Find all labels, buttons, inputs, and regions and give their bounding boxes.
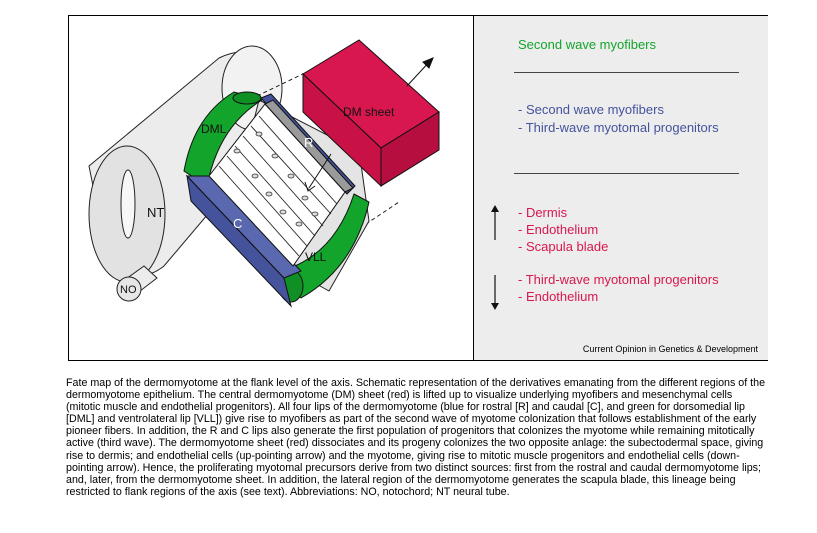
label-nt: NT — [147, 205, 164, 220]
label-r: R — [304, 135, 313, 150]
figure-panel: NT NO DML VLL R C DM sheet Second wave m… — [68, 15, 768, 361]
rostral-bar — [264, 99, 354, 193]
neural-tube-lumen — [120, 169, 136, 239]
legend-red-down-line1: - Third-wave myotomal progenitors — [518, 272, 719, 287]
label-c: C — [233, 216, 242, 231]
down-arrow-inside — [304, 153, 332, 192]
up-arrow-icon — [491, 205, 499, 240]
legend-red-up-line2: - Endothelium — [518, 222, 599, 237]
legend-red-down-line2: - Endothelium — [518, 289, 599, 304]
divider-2 — [514, 173, 739, 174]
dml-lip — [183, 91, 264, 187]
up-arrow-dm — [406, 57, 434, 87]
legend-red-up-line3: - Scapula blade — [518, 239, 609, 254]
mesenchymal-cells — [233, 131, 319, 227]
legend-blue-line1: - Second wave myofibers — [518, 102, 664, 117]
caudal-lip-top — [185, 175, 302, 279]
dermomyotome-diagram: NT NO DML VLL R C DM sheet — [88, 39, 440, 308]
source-credit: Current Opinion in Genetics & Developmen… — [582, 344, 758, 354]
dm-sheet-side — [380, 111, 440, 187]
figure-caption: Fate map of the dermomyotome at the flan… — [66, 377, 766, 498]
down-arrow-icon — [491, 275, 499, 310]
label-dm-sheet: DM sheet — [343, 105, 395, 119]
label-dml: DML — [201, 122, 227, 136]
legend-red-up-line1: - Dermis — [518, 205, 568, 220]
divider-1 — [514, 72, 739, 73]
legend-green-line1: Second wave myofibers — [518, 37, 657, 52]
vll-lip — [280, 193, 370, 299]
dml-lip-end — [232, 91, 262, 105]
notochord-face — [116, 276, 142, 302]
myofibers — [218, 115, 338, 257]
label-no: NO — [120, 284, 137, 296]
legend-panel: Second wave myofibers - Second wave myof… — [473, 16, 768, 360]
legend-blue-line2: - Third-wave myotomal progenitors — [518, 120, 719, 135]
label-vll: VLL — [305, 250, 327, 264]
